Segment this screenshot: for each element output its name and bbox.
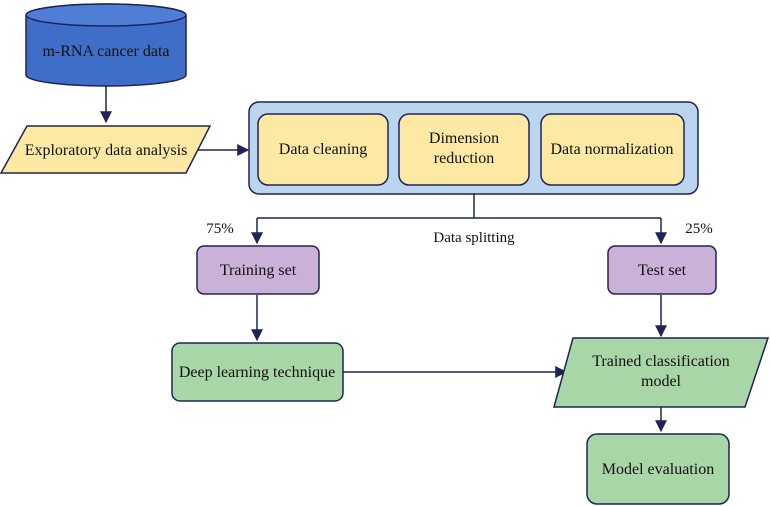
database-top xyxy=(25,3,187,27)
eda-label: Exploratory data analysis xyxy=(25,142,188,159)
test-set-box xyxy=(607,245,717,295)
training-set-node: Training set xyxy=(196,245,320,295)
dimension-reduction-box xyxy=(398,113,530,186)
trained-model-shape xyxy=(553,337,770,408)
eda-node: Exploratory data analysis xyxy=(0,125,212,174)
data-cleaning-box xyxy=(257,113,389,186)
test-set-label: Test set xyxy=(638,262,687,279)
mrna-database: m-RNA cancer data xyxy=(25,3,187,87)
data-splitting-label: Data splitting xyxy=(433,230,515,246)
model-evaluation-node: Model evaluation xyxy=(586,433,730,505)
trained-model-label-2: model xyxy=(641,373,682,390)
training-set-box xyxy=(196,245,320,295)
deep-learning-label: Deep learning technique xyxy=(179,364,335,381)
mrna-label: m-RNA cancer data xyxy=(42,43,169,60)
trained-model-node: Trained classification model xyxy=(553,337,770,408)
connectors xyxy=(100,85,667,433)
preprocessing-group: Data cleaning Dimension reduction Data n… xyxy=(248,101,699,195)
dimension-reduction-label-2: reduction xyxy=(434,150,494,167)
model-evaluation-box xyxy=(586,433,730,505)
data-normalization-label: Data normalization xyxy=(550,141,673,158)
model-evaluation-label: Model evaluation xyxy=(602,461,714,478)
test-percent-label: 25% xyxy=(685,221,713,237)
data-cleaning-label: Data cleaning xyxy=(279,141,367,158)
trained-model-label-1: Trained classification xyxy=(592,353,730,370)
data-normalization-box xyxy=(540,113,685,186)
training-percent-label: 75% xyxy=(206,221,234,237)
training-set-label: Training set xyxy=(220,262,297,279)
test-set-node: Test set xyxy=(607,245,717,295)
dimension-reduction-label-1: Dimension xyxy=(429,130,499,147)
eda-shape xyxy=(0,125,212,174)
deep-learning-node: Deep learning technique xyxy=(171,342,344,402)
deep-learning-box xyxy=(171,342,344,402)
